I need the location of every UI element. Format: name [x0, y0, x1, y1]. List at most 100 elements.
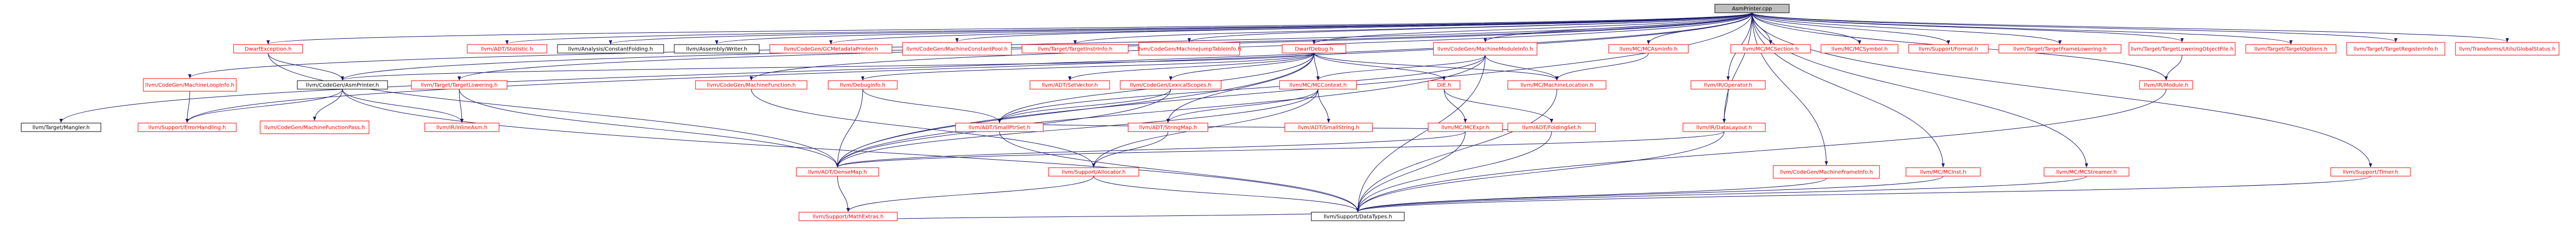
- node-cgasmprinter[interactable]: llvm/CodeGen/AsmPrinter.h: [297, 80, 388, 90]
- edge-foldingset-datatypes: [1356, 131, 1552, 212]
- node-mloopinfo[interactable]: llvm/CodeGen/MachineLoopInfo.h: [143, 78, 237, 92]
- node-timer[interactable]: llvm/Support/Timer.h: [2330, 167, 2411, 177]
- node-errhandling[interactable]: llvm/Support/ErrorHandling.h: [138, 123, 237, 132]
- edge-debuginfo-densemap: [836, 89, 863, 168]
- node-label-timer: llvm/Support/Timer.h: [2343, 170, 2399, 176]
- edge-datalayout-densemap: [836, 131, 1724, 168]
- node-box-dwarfdebug: [1282, 44, 1346, 54]
- node-dwarfdebug[interactable]: DwarfDebug.h: [1282, 44, 1346, 54]
- node-box-mcsection: [1730, 44, 1811, 54]
- edge-mloopinfo-errhandling: [185, 91, 190, 123]
- node-label-mcstreamer: llvm/MC/MCStreamer.h: [2056, 170, 2117, 176]
- node-globalstatus[interactable]: llvm/Transforms/Utils/GlobalStatus.h: [2455, 42, 2560, 56]
- node-box-dieh: [1428, 80, 1461, 90]
- node-operator[interactable]: llvm/IR/Operator.h: [1690, 80, 1766, 90]
- edge-root-format: [1751, 12, 1951, 45]
- node-label-mfunction: llvm/CodeGen/MachineFunction.h: [707, 83, 796, 89]
- edge-mminfo-smallptrset: [998, 55, 1486, 123]
- edge-root-topts: [1751, 12, 2292, 45]
- node-smallptrset[interactable]: llvm/ADT/SmallPtrSet.h: [955, 123, 1044, 132]
- node-label-densemap: llvm/ADT/DenseMap.h: [808, 170, 867, 176]
- edge-dieh-foldingset: [1444, 89, 1553, 123]
- node-label-gcmeta: llvm/CodeGen/GCMetadataPrinter.h: [784, 47, 878, 53]
- node-label-mcmachloc: llvm/MC/MachineLocation.h: [1521, 83, 1593, 89]
- node-smallstring[interactable]: llvm/ADT/SmallString.h: [1284, 123, 1373, 132]
- node-mfpass[interactable]: llvm/CodeGen/MachineFunctionPass.h: [260, 120, 370, 134]
- edge-mccontext-smallstring: [1318, 89, 1330, 123]
- node-mcasminfo[interactable]: llvm/MC/MCAsmInfo.h: [1608, 44, 1689, 54]
- node-box-asmwriter: [674, 44, 760, 54]
- node-box-mframeinfo: [1773, 165, 1880, 179]
- node-asmwriter[interactable]: llvm/Assembly/Writer.h: [674, 44, 760, 54]
- node-label-instrinfo: llvm/Target/TargetInstrInfo.h: [1038, 47, 1113, 53]
- node-mangler[interactable]: llvm/Target/Mangler.h: [21, 123, 101, 132]
- node-dwarfexc[interactable]: DwarfException.h: [233, 44, 303, 54]
- node-label-mangler: llvm/Target/Mangler.h: [32, 125, 90, 131]
- edge-root-dwarfdebug: [1312, 12, 1753, 45]
- node-setvector[interactable]: llvm/ADT/SetVector.h: [1029, 80, 1110, 90]
- node-densemap[interactable]: llvm/ADT/DenseMap.h: [796, 167, 879, 177]
- node-box-mcstreamer: [2043, 167, 2130, 177]
- node-treginfo[interactable]: llvm/Target/TargetRegisterInfo.h: [2346, 42, 2445, 56]
- node-gcmeta[interactable]: llvm/CodeGen/GCMetadataPrinter.h: [769, 44, 892, 54]
- node-box-mangler: [21, 123, 101, 132]
- node-box-inlineasm: [424, 123, 500, 132]
- node-mframeinfo[interactable]: llvm/CodeGen/MachineFrameInfo.h: [1773, 165, 1880, 179]
- edge-root-mcpool: [955, 12, 1753, 42]
- node-debuginfo[interactable]: llvm/DebugInfo.h: [828, 80, 898, 90]
- node-jumptable[interactable]: llvm/CodeGen/MachineJumpTableInfo.h: [1137, 42, 1241, 56]
- node-mcstreamer[interactable]: llvm/MC/MCStreamer.h: [2043, 167, 2130, 177]
- node-mathextras[interactable]: llvm/Support/MathExtras.h: [798, 212, 898, 221]
- node-box-datalayout: [1682, 123, 1766, 132]
- node-label-tlof: llvm/Target/TargetLoweringObjectFile.h: [2131, 47, 2234, 53]
- edge-root-dwarfexc: [267, 12, 1753, 45]
- node-box-tlowering: [411, 80, 508, 90]
- node-lexscopes[interactable]: llvm/CodeGen/LexicalScopes.h: [1120, 80, 1222, 90]
- node-statistic[interactable]: llvm/ADT/Statistic.h: [467, 44, 547, 54]
- node-root[interactable]: AsmPrinter.cpp: [1714, 4, 1790, 13]
- node-mcpool[interactable]: llvm/CodeGen/MachineConstantPool.h: [902, 42, 1012, 56]
- node-framelow[interactable]: llvm/Target/TargetFrameLowering.h: [1998, 44, 2122, 54]
- node-label-jumptable: llvm/CodeGen/MachineJumpTableInfo.h: [1137, 47, 1241, 53]
- node-stringmap[interactable]: llvm/ADT/StringMap.h: [1128, 123, 1208, 132]
- node-box-mccontext: [1279, 80, 1357, 90]
- node-datatypes[interactable]: llvm/Support/DataTypes.h: [1311, 212, 1405, 221]
- node-label-stringmap: llvm/ADT/StringMap.h: [1139, 125, 1197, 131]
- edge-mminfo-mcmachloc: [1485, 55, 1559, 81]
- node-tlowering[interactable]: llvm/Target/TargetLowering.h: [411, 80, 508, 90]
- node-datalayout[interactable]: llvm/IR/DataLayout.h: [1682, 123, 1766, 132]
- node-mminfo[interactable]: llvm/CodeGen/MachineModuleInfo.h: [1433, 42, 1538, 56]
- edge-mcmachloc-datatypes: [1356, 89, 1557, 212]
- node-inlineasm[interactable]: llvm/IR/InlineAsm.h: [424, 123, 500, 132]
- node-instrinfo[interactable]: llvm/Target/TargetInstrInfo.h: [1021, 44, 1129, 54]
- node-format[interactable]: llvm/Support/Format.h: [1908, 44, 1989, 54]
- edge-root-mcstreamer: [1751, 12, 2089, 168]
- node-label-smallptrset: llvm/ADT/SmallPtrSet.h: [968, 125, 1030, 131]
- node-mcinst[interactable]: llvm/MC/MCInst.h: [1905, 167, 1981, 177]
- node-mfunction[interactable]: llvm/CodeGen/MachineFunction.h: [695, 80, 808, 90]
- edge-dwarfdebug-mcmachloc: [1313, 53, 1559, 81]
- node-label-dieh: DIE.h: [1437, 83, 1451, 89]
- node-irmodule[interactable]: llvm/IR/Module.h: [2139, 80, 2193, 90]
- node-label-inlineasm: llvm/IR/InlineAsm.h: [436, 125, 488, 131]
- node-box-mminfo: [1433, 42, 1538, 56]
- edge-root-asmwriter: [715, 12, 1753, 45]
- node-constfold[interactable]: llvm/Analysis/ConstantFolding.h: [557, 44, 664, 54]
- node-box-topts: [2245, 44, 2337, 54]
- node-foldingset[interactable]: llvm/ADT/FoldingSet.h: [1507, 123, 1596, 132]
- edge-dwarfdebug-setvector: [1068, 53, 1315, 81]
- node-mcsection[interactable]: llvm/MC/MCSection.h: [1730, 44, 1811, 54]
- node-mcsymbol[interactable]: llvm/MC/MCSymbol.h: [1821, 44, 1899, 54]
- edge-smallptrset-datatypes: [999, 131, 1360, 212]
- edge-root-framelow: [1751, 12, 2062, 45]
- node-mccontext[interactable]: llvm/MC/MCContext.h: [1279, 80, 1357, 90]
- edge-allocator-mathextras: [846, 176, 1094, 212]
- node-allocator[interactable]: llvm/Support/Allocator.h: [1048, 167, 1139, 177]
- node-box-mcsymbol: [1821, 44, 1899, 54]
- node-dieh[interactable]: DIE.h: [1428, 80, 1461, 90]
- node-topts[interactable]: llvm/Target/TargetOptions.h: [2245, 44, 2337, 54]
- node-mcexpr[interactable]: llvm/MC/MCExpr.h: [1428, 123, 1503, 132]
- node-mcmachloc[interactable]: llvm/MC/MachineLocation.h: [1507, 80, 1607, 90]
- node-box-stringmap: [1128, 123, 1208, 132]
- node-tlof[interactable]: llvm/Target/TargetLoweringObjectFile.h: [2128, 42, 2236, 56]
